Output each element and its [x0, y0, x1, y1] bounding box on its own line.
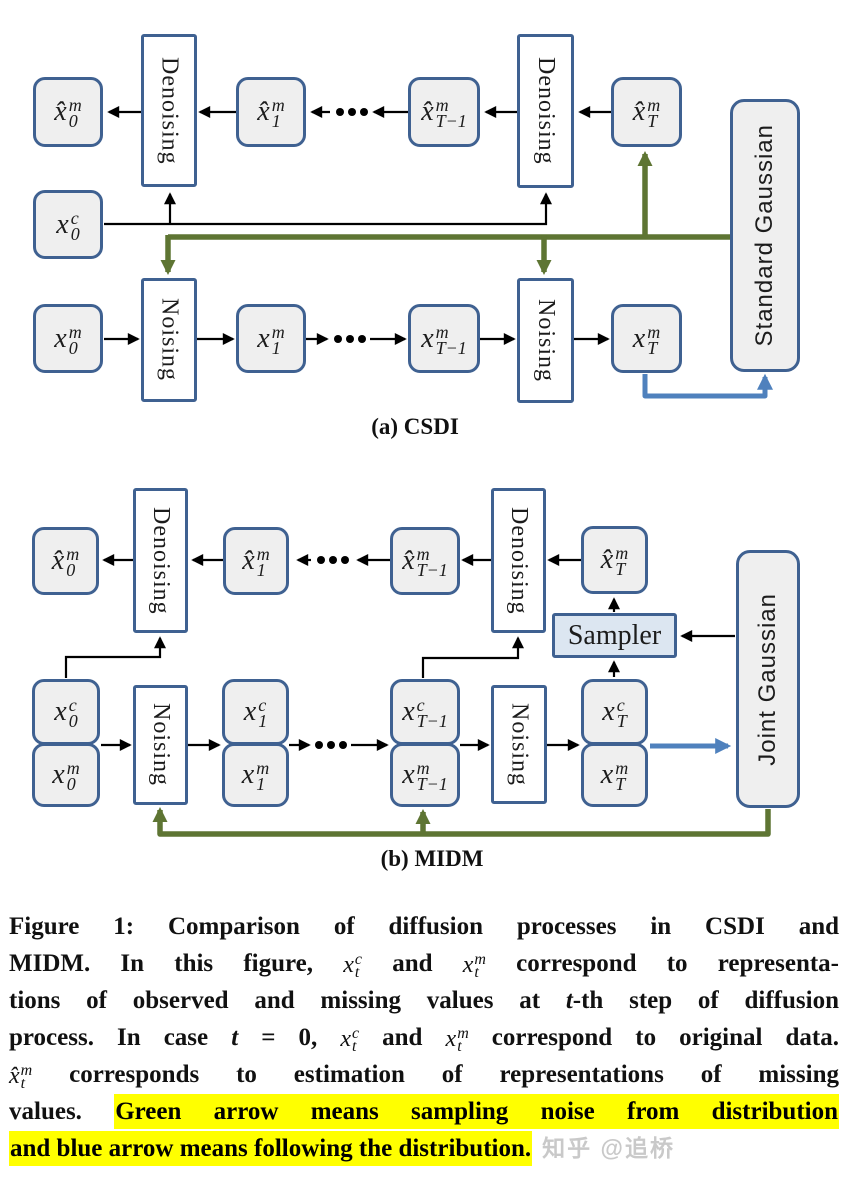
- blue-arrows-a: [642, 373, 773, 399]
- denoising-box-1-b: Denoising: [133, 488, 188, 633]
- zhihu-watermark: 知乎 @追桥: [542, 1135, 675, 1161]
- noising-box-2-a: Noising: [517, 278, 574, 403]
- standard-gaussian-box-a: Standard Gaussian: [730, 99, 800, 372]
- dot: [339, 741, 347, 749]
- cond-line-x0c-to-den2-a: [104, 192, 552, 226]
- dot: [358, 335, 366, 343]
- figure-caption: Figure 1: Comparison of diffusion proces…: [9, 908, 839, 1167]
- ellipsis-dots-b: [315, 556, 349, 749]
- noising-box-1-b: Noising: [133, 685, 188, 805]
- green-arrow-gaussian-to-noising1-b: [152, 807, 771, 837]
- dot: [334, 335, 342, 343]
- caption-line: tions of observed and missing values at …: [9, 987, 839, 1014]
- highlighted-text: Green arrow means sampling noise from di…: [114, 1094, 839, 1129]
- caption-a: (a) CSDI: [371, 414, 459, 439]
- denoising-box-2-b: Denoising: [491, 488, 546, 633]
- dot: [336, 108, 344, 116]
- caption-line: values. Green arrow means sampling noise…: [9, 1093, 839, 1130]
- ellipsis-dots-a: [334, 108, 368, 343]
- dot: [341, 556, 349, 564]
- denoising-label: Denoising: [533, 57, 559, 165]
- denoising-label: Denoising: [156, 56, 183, 165]
- noising-box-2-b: Noising: [491, 685, 547, 804]
- sampler-label: Sampler: [567, 619, 662, 651]
- cond-line-xT1c-to-den2-b: [421, 636, 524, 678]
- black-arrows-a: [104, 106, 611, 345]
- black-arrows-b: [64, 554, 735, 751]
- denoising-box-1-a: Denoising: [141, 34, 197, 187]
- sampler-box-b: Sampler: [552, 613, 677, 658]
- denoising-label: Denoising: [148, 506, 174, 615]
- noising-box-1-a: Noising: [141, 278, 197, 402]
- blue-arrow-xTm-to-gaussian-a: [642, 373, 773, 399]
- noising-label: Noising: [533, 298, 559, 382]
- caption-line: and blue arrow means following the distr…: [9, 1130, 839, 1167]
- joint-gaussian-label: Joint Gaussian: [754, 592, 781, 766]
- green-arrows-a: [160, 151, 733, 275]
- denoising-label: Denoising: [506, 506, 532, 615]
- green-arrows-b: [152, 807, 771, 837]
- noising-label: Noising: [148, 703, 174, 787]
- dot: [346, 335, 354, 343]
- dot: [317, 556, 325, 564]
- standard-gaussian-label: Standard Gaussian: [751, 124, 778, 347]
- dot: [327, 741, 335, 749]
- highlighted-text: and blue arrow means following the distr…: [9, 1131, 533, 1166]
- cond-line-x0c-to-den1-b: [64, 636, 166, 678]
- joint-gaussian-box-b: Joint Gaussian: [736, 550, 800, 808]
- caption-b: (b) MIDM: [380, 846, 484, 871]
- noising-label: Noising: [156, 298, 183, 382]
- dot: [315, 741, 323, 749]
- denoising-box-2-a: Denoising: [517, 34, 574, 188]
- dot: [329, 556, 337, 564]
- dot: [360, 108, 368, 116]
- dot: [348, 108, 356, 116]
- caption-line: Figure 1: Comparison of diffusion proces…: [9, 913, 839, 940]
- noising-label: Noising: [506, 702, 533, 786]
